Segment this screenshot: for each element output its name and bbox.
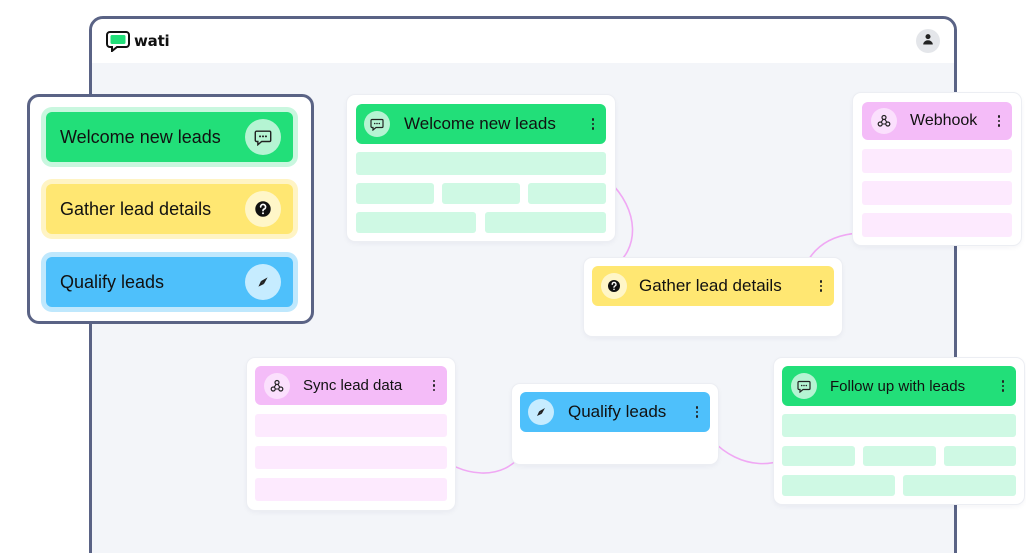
legend-item-welcome-new-leads[interactable]: Welcome new leads xyxy=(46,112,293,162)
placeholder-row xyxy=(255,478,447,501)
webhook-icon xyxy=(264,372,290,399)
placeholder-cell xyxy=(903,475,1016,496)
node-qualify-leads[interactable]: Qualify leads xyxy=(520,392,710,432)
flow-card-followup[interactable]: Follow up with leads xyxy=(774,358,1024,504)
legend-item-gather-lead-details[interactable]: Gather lead details xyxy=(46,184,293,234)
flow-card-sync[interactable]: Sync lead data xyxy=(247,358,455,510)
flow-card-qualify[interactable]: Qualify leads xyxy=(512,384,718,464)
brand-logo[interactable]: wati xyxy=(106,30,170,54)
chat-bubble-icon xyxy=(245,119,281,155)
node-sync-lead-data[interactable]: Sync lead data xyxy=(255,366,447,405)
question-circle-icon xyxy=(245,191,281,227)
node-welcome-new-leads[interactable]: Welcome new leads xyxy=(356,104,606,144)
brand-name: wati xyxy=(134,32,170,50)
flow-card-gather[interactable]: Gather lead details xyxy=(584,258,842,336)
placeholder-cell xyxy=(356,183,434,204)
wati-logo-icon xyxy=(106,30,130,54)
legend-item-label: Welcome new leads xyxy=(60,126,221,147)
node-label: Gather lead details xyxy=(639,276,782,295)
more-options-icon[interactable] xyxy=(586,118,600,130)
node-label: Sync lead data xyxy=(303,377,403,394)
placeholder-cell xyxy=(356,212,476,233)
node-label: Follow up with leads xyxy=(830,377,966,395)
more-options-icon[interactable] xyxy=(996,380,1010,392)
compass-arrow-icon xyxy=(245,264,281,300)
node-label: Qualify leads xyxy=(568,402,667,421)
placeholder-cell xyxy=(485,212,606,233)
node-gather-lead-details[interactable]: Gather lead details xyxy=(592,266,834,306)
legend-item-qualify-leads[interactable]: Qualify leads xyxy=(46,257,293,307)
node-label: Welcome new leads xyxy=(404,114,556,133)
placeholder-cell xyxy=(944,446,1016,466)
flow-step-legend: Welcome new leads Gather lead details Qu… xyxy=(27,94,314,324)
question-circle-icon xyxy=(601,273,627,299)
placeholder-cell xyxy=(782,446,855,466)
top-bar: wati xyxy=(92,19,954,63)
placeholder-cell xyxy=(442,183,520,204)
placeholder-cell xyxy=(863,446,936,466)
placeholder-cell xyxy=(528,183,606,204)
placeholder-row xyxy=(255,446,447,469)
legend-item-label: Qualify leads xyxy=(60,271,165,292)
chat-bubble-icon xyxy=(364,111,390,137)
placeholder-row xyxy=(356,152,606,175)
more-options-icon[interactable] xyxy=(992,115,1006,127)
placeholder-row xyxy=(862,149,1012,173)
compass-arrow-icon xyxy=(528,399,554,425)
flow-card-webhook[interactable]: Webhook xyxy=(853,93,1021,245)
placeholder-cell xyxy=(782,475,895,496)
more-options-icon[interactable] xyxy=(427,379,441,392)
node-follow-up-with-leads[interactable]: Follow up with leads xyxy=(782,366,1016,406)
webhook-icon xyxy=(871,108,897,134)
placeholder-row xyxy=(862,181,1012,205)
flow-card-welcome[interactable]: Welcome new leads xyxy=(347,95,615,241)
node-label: Webhook xyxy=(910,112,978,129)
placeholder-row xyxy=(862,213,1012,237)
node-webhook[interactable]: Webhook xyxy=(862,102,1012,140)
account-avatar[interactable] xyxy=(916,29,940,53)
legend-item-label: Gather lead details xyxy=(60,198,212,219)
placeholder-row xyxy=(782,414,1016,437)
more-options-icon[interactable] xyxy=(690,406,704,418)
placeholder-row xyxy=(255,414,447,437)
user-icon xyxy=(922,32,934,50)
more-options-icon[interactable] xyxy=(814,280,828,292)
chat-bubble-icon xyxy=(791,373,817,399)
